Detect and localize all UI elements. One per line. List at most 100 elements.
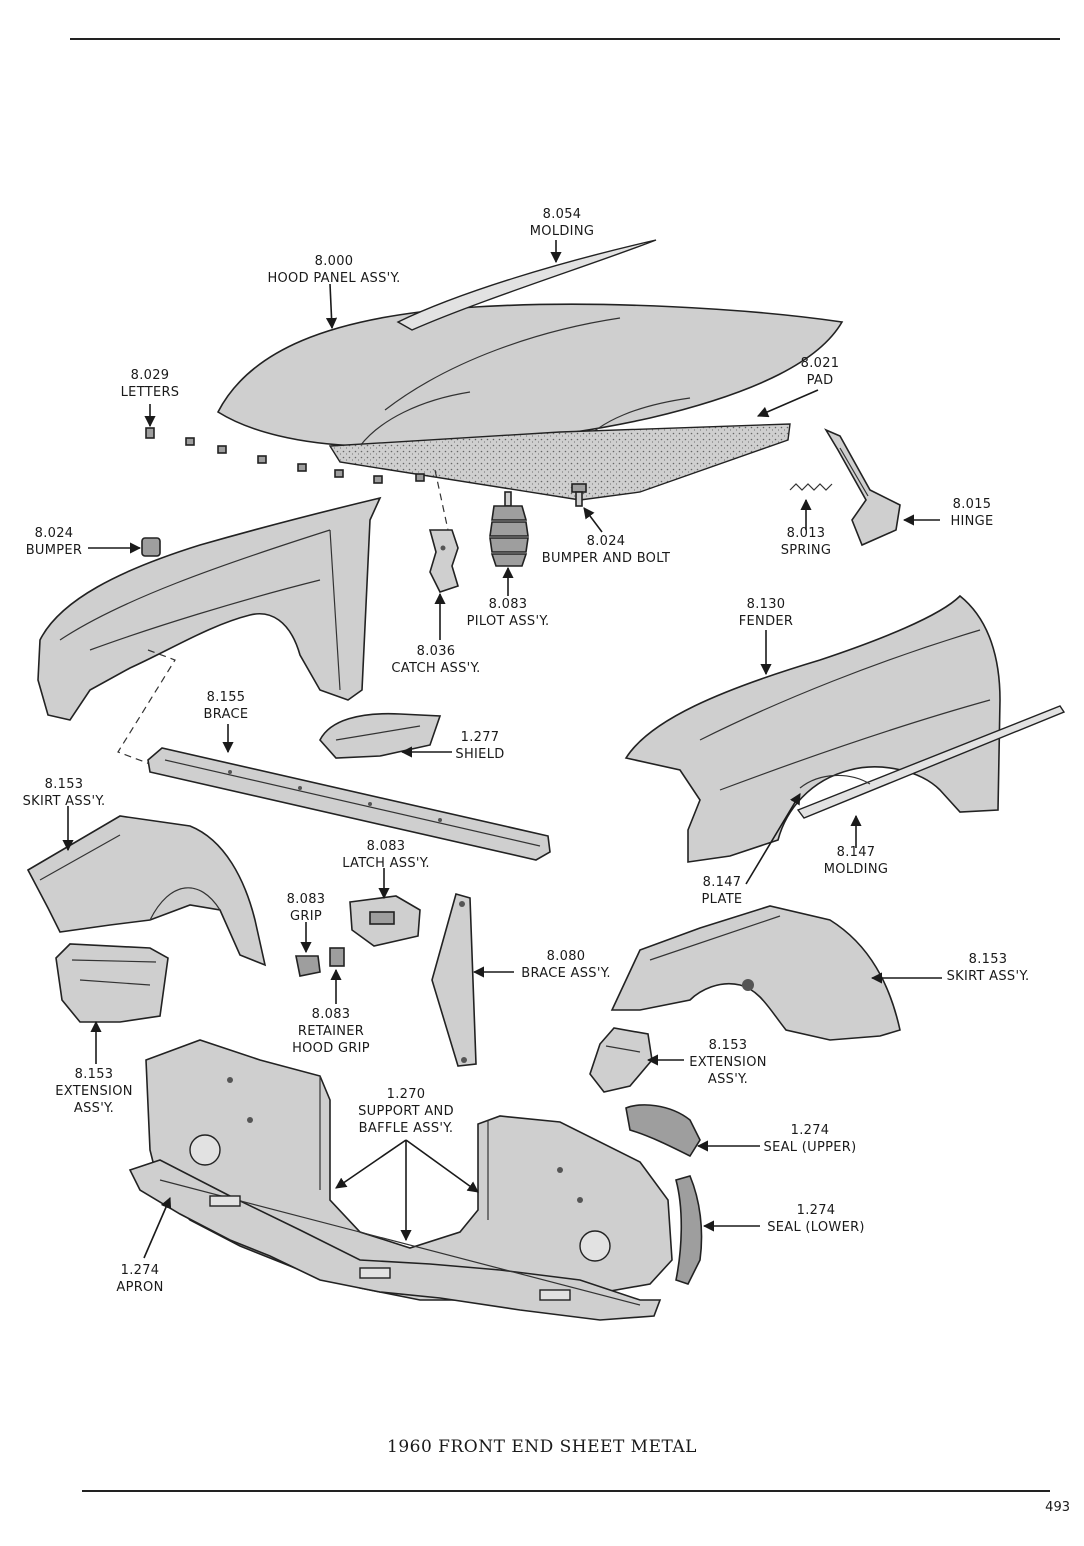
svg-text:1.274: 1.274 [121,1263,160,1278]
label-pad: 8.021 PAD [801,356,840,388]
svg-text:BAFFLE ASS'Y.: BAFFLE ASS'Y. [359,1121,454,1136]
svg-text:SPRING: SPRING [781,543,832,558]
arrow-support-left [335,1139,407,1189]
label-support-baffle: 1.270 SUPPORT AND BAFFLE ASS'Y. [358,1087,454,1136]
hood-spring [789,483,833,491]
fender-nameplate [799,774,871,789]
label-letters: 8.029 LETTERS [121,368,179,400]
label-hinge: 8.015 HINGE [950,497,993,529]
svg-text:EXTENSION: EXTENSION [55,1084,133,1099]
right-extension-assembly [589,1027,653,1093]
svg-text:8.155: 8.155 [207,690,246,705]
svg-text:8.013: 8.013 [787,526,826,541]
svg-text:1.274: 1.274 [797,1203,836,1218]
label-brace-assy: 8.080 BRACE ASS'Y. [521,949,611,981]
apron [128,1159,662,1321]
svg-text:ASS'Y.: ASS'Y. [74,1101,114,1116]
svg-text:8.015: 8.015 [953,497,992,512]
svg-text:1.270: 1.270 [387,1087,426,1102]
svg-text:HOOD PANEL ASS'Y.: HOOD PANEL ASS'Y. [267,271,400,286]
svg-text:1.274: 1.274 [791,1123,830,1138]
svg-text:8.080: 8.080 [547,949,586,964]
svg-text:SKIRT ASS'Y.: SKIRT ASS'Y. [23,794,106,809]
arrow-pad [756,389,819,418]
arrow-plate [745,793,801,885]
svg-text:8.024: 8.024 [587,534,626,549]
hood-grip [295,955,321,977]
svg-text:SUPPORT AND: SUPPORT AND [358,1104,454,1119]
svg-text:8.153: 8.153 [969,952,1008,967]
svg-text:BUMPER: BUMPER [26,543,83,558]
radiator-brace [147,747,551,861]
svg-text:8.083: 8.083 [489,597,528,612]
hood-pad [328,423,791,501]
fender-molding [796,705,1066,819]
svg-text:HOOD GRIP: HOOD GRIP [292,1041,370,1056]
label-seal-lower: 1.274 SEAL (LOWER) [767,1203,865,1235]
label-seal-upper: 1.274 SEAL (UPPER) [764,1123,857,1155]
svg-text:8.147: 8.147 [837,845,876,860]
svg-text:BRACE: BRACE [204,707,249,722]
figure-caption: 1960 FRONT END SHEET METAL [387,1437,697,1457]
svg-text:8.083: 8.083 [312,1007,351,1022]
hood-letters [145,427,425,484]
label-skirt-left: 8.153 SKIRT ASS'Y. [23,777,106,809]
svg-text:8.083: 8.083 [287,892,326,907]
top-rule [70,38,1060,40]
label-pilot: 8.083 PILOT ASS'Y. [467,597,550,629]
svg-text:PAD: PAD [807,373,834,388]
svg-text:8.153: 8.153 [45,777,84,792]
label-shield: 1.277 SHIELD [455,730,504,762]
svg-text:8.147: 8.147 [703,875,742,890]
label-bumper: 8.024 BUMPER [26,526,83,558]
svg-text:SKIRT ASS'Y.: SKIRT ASS'Y. [947,969,1030,984]
arrow-bumper-bolt [583,507,603,533]
svg-text:BRACE ASS'Y.: BRACE ASS'Y. [521,966,611,981]
svg-text:8.153: 8.153 [75,1067,114,1082]
arrow-hood-panel [325,283,338,330]
hood-latch-assembly [349,895,421,947]
svg-text:RETAINER: RETAINER [298,1024,364,1039]
left-extension-assembly [55,943,169,1023]
bottom-rule [82,1490,1050,1492]
label-skirt-right: 8.153 SKIRT ASS'Y. [947,952,1030,984]
left-skirt-assembly [26,815,267,967]
svg-text:8.029: 8.029 [131,368,170,383]
label-molding-8054: 8.054 MOLDING [530,207,594,239]
hood-hinge [824,428,901,547]
svg-text:MOLDING: MOLDING [824,862,888,877]
svg-text:LATCH ASS'Y.: LATCH ASS'Y. [342,856,430,871]
svg-text:8.083: 8.083 [367,839,406,854]
svg-text:CATCH ASS'Y.: CATCH ASS'Y. [391,661,480,676]
svg-text:SEAL (LOWER): SEAL (LOWER) [767,1220,865,1235]
catch-guide-line [434,469,449,531]
svg-text:SHIELD: SHIELD [455,747,504,762]
right-skirt-assembly [610,905,901,1041]
svg-text:1.277: 1.277 [461,730,500,745]
svg-text:HINGE: HINGE [950,514,993,529]
svg-text:EXTENSION: EXTENSION [689,1055,767,1070]
label-brace-8155: 8.155 BRACE [204,690,249,722]
seal-lower [675,1175,703,1285]
right-fender [624,594,1001,863]
bumper-bolt [571,483,587,507]
svg-text:SEAL (UPPER): SEAL (UPPER) [764,1140,857,1155]
label-spring: 8.013 SPRING [781,526,832,558]
pilot-assembly [489,491,529,567]
label-latch: 8.083 LATCH ASS'Y. [342,839,430,871]
left-fender [37,496,382,721]
label-apron: 1.274 APRON [116,1263,163,1295]
fender-brace-guide-line [117,649,176,765]
label-catch: 8.036 CATCH ASS'Y. [391,644,480,676]
label-molding-8147: 8.147 MOLDING [824,845,888,877]
catch-assembly [428,529,459,593]
bumper-rubber [141,537,161,557]
label-hood-panel: 8.000 HOOD PANEL ASS'Y. [267,254,400,286]
label-fender: 8.130 FENDER [739,597,793,629]
label-retainer: 8.083 RETAINER HOOD GRIP [292,1007,370,1056]
svg-text:PILOT ASS'Y.: PILOT ASS'Y. [467,614,550,629]
svg-text:ASS'Y.: ASS'Y. [708,1072,748,1087]
svg-text:8.021: 8.021 [801,356,840,371]
arrow-support-right [405,1139,479,1193]
